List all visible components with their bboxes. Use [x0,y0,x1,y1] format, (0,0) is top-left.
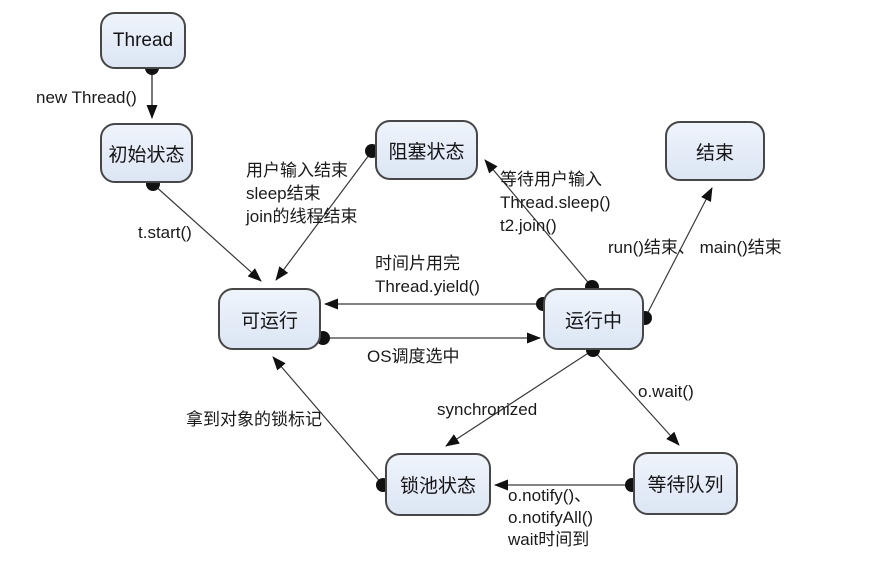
node-blocked-state: 阻塞状态 [375,120,478,180]
edge-label-blocked-to-runnable: 用户输入结束 sleep结束 join的线程结束 [246,161,358,226]
edge-label-notify: o.notify()、 o.notifyAll() wait时间到 [508,486,594,549]
edge-label-running-to-end: run()结束、 main()结束 [608,238,782,257]
node-end-state: 结束 [665,121,765,181]
edge-o-wait-line [592,349,680,446]
node-runnable-state-label: 可运行 [240,310,298,332]
edge-label-yield: 时间片用完 Thread.yield() [375,254,480,296]
node-wait-queue-state-label: 等待队列 [647,475,724,496]
edge-label-os-schedule: OS调度选中 [367,347,460,366]
node-runnable-state: 可运行 [218,288,321,350]
node-thread-label: Thread [112,29,174,51]
edge-synchronized-line [445,349,594,447]
node-running-state: 运行中 [543,288,644,350]
node-blocked-state-label: 阻塞状态 [388,141,465,163]
node-end-state-label: 结束 [695,142,734,164]
edge-got-lock-line [272,356,384,486]
edge-label-running-to-blocked: 等待用户输入 Thread.sleep() t2.join() [500,170,611,235]
node-lock-pool-state: 锁池状态 [385,453,491,516]
node-wait-queue-state: 等待队列 [633,452,738,515]
edge-label-got-lock: 拿到对象的锁标记 [186,410,322,429]
node-initial-state: 初始状态 [100,123,193,183]
node-initial-state-label: 初始状态 [108,144,185,166]
node-lock-pool-state-label: 锁池状态 [399,476,476,497]
edge-label-synchronized: synchronized [437,400,538,419]
edge-label-t-start: t.start() [138,223,192,242]
edge-blocked-to-runnable-line [275,150,373,281]
edge-t-start-line [152,183,262,282]
edge-running-to-end-line [644,187,713,319]
node-thread: Thread [100,12,186,69]
edge-label-o-wait: o.wait() [638,382,694,401]
edge-running-to-blocked-line [484,159,593,288]
node-running-state-label: 运行中 [564,310,622,332]
edge-label-new-thread: new Thread() [36,88,137,107]
